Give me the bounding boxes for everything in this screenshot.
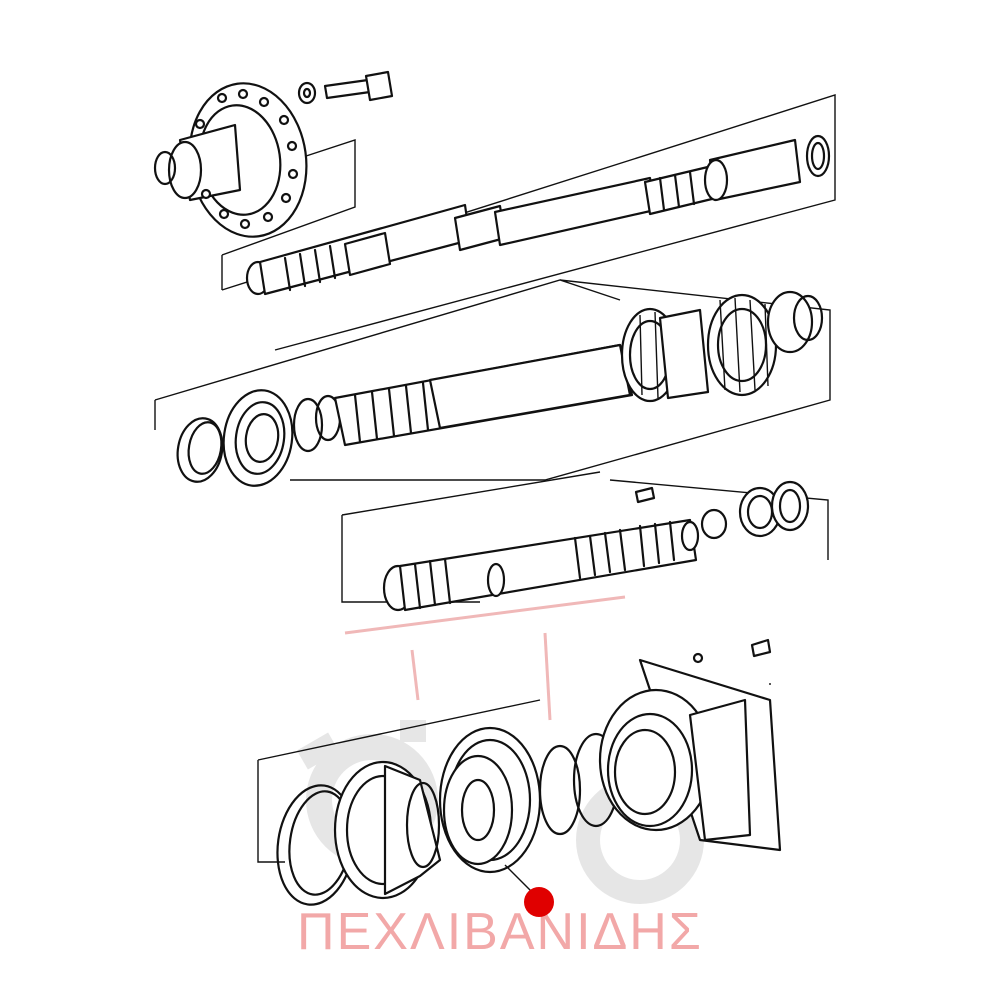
splined-shaft-assembly bbox=[382, 480, 810, 612]
gear-cluster bbox=[620, 290, 824, 403]
callout-marker[interactable] bbox=[524, 887, 554, 917]
gear bbox=[438, 726, 542, 874]
panel-housing bbox=[257, 683, 771, 863]
flange bbox=[153, 82, 308, 238]
panel-flange-shaft bbox=[221, 94, 836, 351]
main-shaft-assembly bbox=[176, 290, 824, 487]
bolt-and-washer bbox=[297, 70, 394, 105]
bolt-holes bbox=[194, 88, 299, 230]
housing-assembly bbox=[276, 638, 782, 906]
pto-shaft bbox=[245, 134, 831, 296]
watermark-text: ΠΕΧΛΙΒΑΝΙΔΗΣ bbox=[297, 903, 703, 961]
